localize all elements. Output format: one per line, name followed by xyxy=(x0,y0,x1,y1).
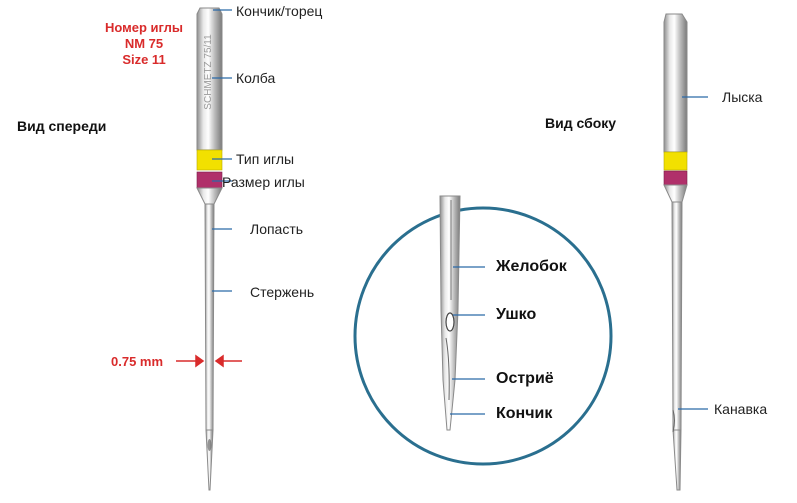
needle-size-band xyxy=(196,171,223,189)
zoom-circle xyxy=(353,195,613,466)
side-needle xyxy=(663,13,688,491)
label-needle-size: Размер иглы xyxy=(222,174,305,190)
needle-nm-label: NM 75 xyxy=(124,36,164,51)
shank-imprint: SCHMETZ 75/11 xyxy=(203,34,214,110)
diameter-label: 0.75 mm xyxy=(111,354,164,369)
front-needle xyxy=(196,7,223,491)
label-shaft: Стержень xyxy=(250,284,315,300)
label-groove: Желобок xyxy=(496,258,567,275)
side-view-title: Вид сбоку xyxy=(545,115,617,131)
label-eye: Ушко xyxy=(496,306,537,323)
leader-lines xyxy=(212,9,708,415)
label-scarf: Канавка xyxy=(714,401,768,417)
needle-type-band xyxy=(196,149,223,171)
label-tip: Кончик xyxy=(496,405,553,422)
needle-number-label: Номер иглы xyxy=(105,20,183,35)
label-point: Остриё xyxy=(496,370,554,387)
eye-hole xyxy=(445,312,455,332)
front-view-title: Вид спереди xyxy=(17,118,107,134)
label-blade: Лопасть xyxy=(250,221,304,237)
label-tip-end: Кончик/торец xyxy=(236,3,323,19)
needle-size-label: Size 11 xyxy=(122,52,166,67)
label-flat: Лыска xyxy=(722,89,763,105)
label-shank: Колба xyxy=(236,70,276,86)
diameter-arrows xyxy=(176,354,242,368)
label-needle-type: Тип иглы xyxy=(236,151,295,167)
